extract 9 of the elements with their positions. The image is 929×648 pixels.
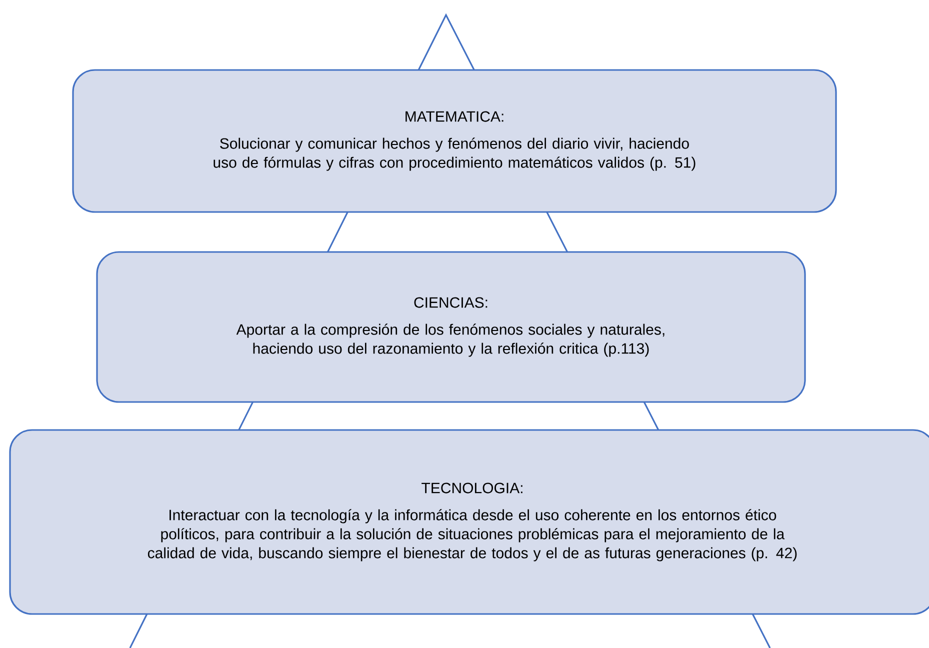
level-box (96, 251, 806, 403)
box-text: Solucionar y comunicar hechos y fenómenos del diario vivir, haciendo uso de fórmulas y cifras con procedimiento matemáticos validos (p. 51) (214, 138, 696, 171)
box-heading: TECNOLOGIA: (422, 482, 522, 494)
box-text: Interactuar con la tecnología y la informática desde el uso coherente en los entornos ético políticos, para contribuir a la solución de situaciones problémicas para el mejoramiento de la calidad de vida, buscando siempre el bienestar de todos y el de as futuras generaciones (p. 42) (148, 509, 797, 562)
level-box (9, 429, 929, 615)
box-heading: MATEMATICA: (406, 111, 504, 122)
box-heading: CIENCIAS: (414, 297, 488, 308)
level-box (72, 69, 837, 213)
box-text: Aportar a la compresión de los fenómenos sociales y naturales, haciendo uso del razonamiento y la reflexión critica (p.113) (236, 324, 664, 357)
